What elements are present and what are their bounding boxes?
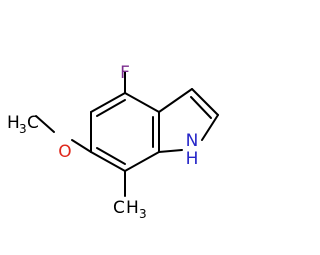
bond-c5-c4 [90,92,126,113]
atom-methyl-subscript: 3 [139,207,147,221]
bond-c7a-c7 [124,151,160,172]
atom-oxygen: O [58,142,71,162]
bond-c6-o [71,139,92,153]
molecule-structure: F O N H H 3 C C H 3 [0,0,250,250]
atom-methoxy-c: C [27,113,39,133]
bond-c7-c6-inner [96,147,126,165]
atom-nh-hydrogen: H [186,149,199,169]
background [0,0,250,250]
bond-c2-n1 [201,114,219,141]
bond-c5-c4-inner [96,99,126,117]
atom-fluorine: F [120,63,130,83]
atom-methyl-c: C [113,198,125,218]
bond-c4-c3a [124,92,160,113]
atom-methoxy-subscript: 3 [19,122,27,136]
bond-o-ch3 [35,115,55,133]
bond-group [35,71,219,197]
bond-n1-c7a [158,149,183,153]
atom-methyl-h: H [126,198,139,218]
bond-c7-c6 [90,151,126,172]
bond-c3-c2-inner [190,96,212,119]
atom-nitrogen: N [186,131,199,151]
atom-methoxy-h: H [7,113,20,133]
bond-c3-c2 [191,88,219,116]
molecule-diagram: F O N H H 3 C C H 3 [0,0,250,250]
bond-c3a-c3 [158,88,193,113]
